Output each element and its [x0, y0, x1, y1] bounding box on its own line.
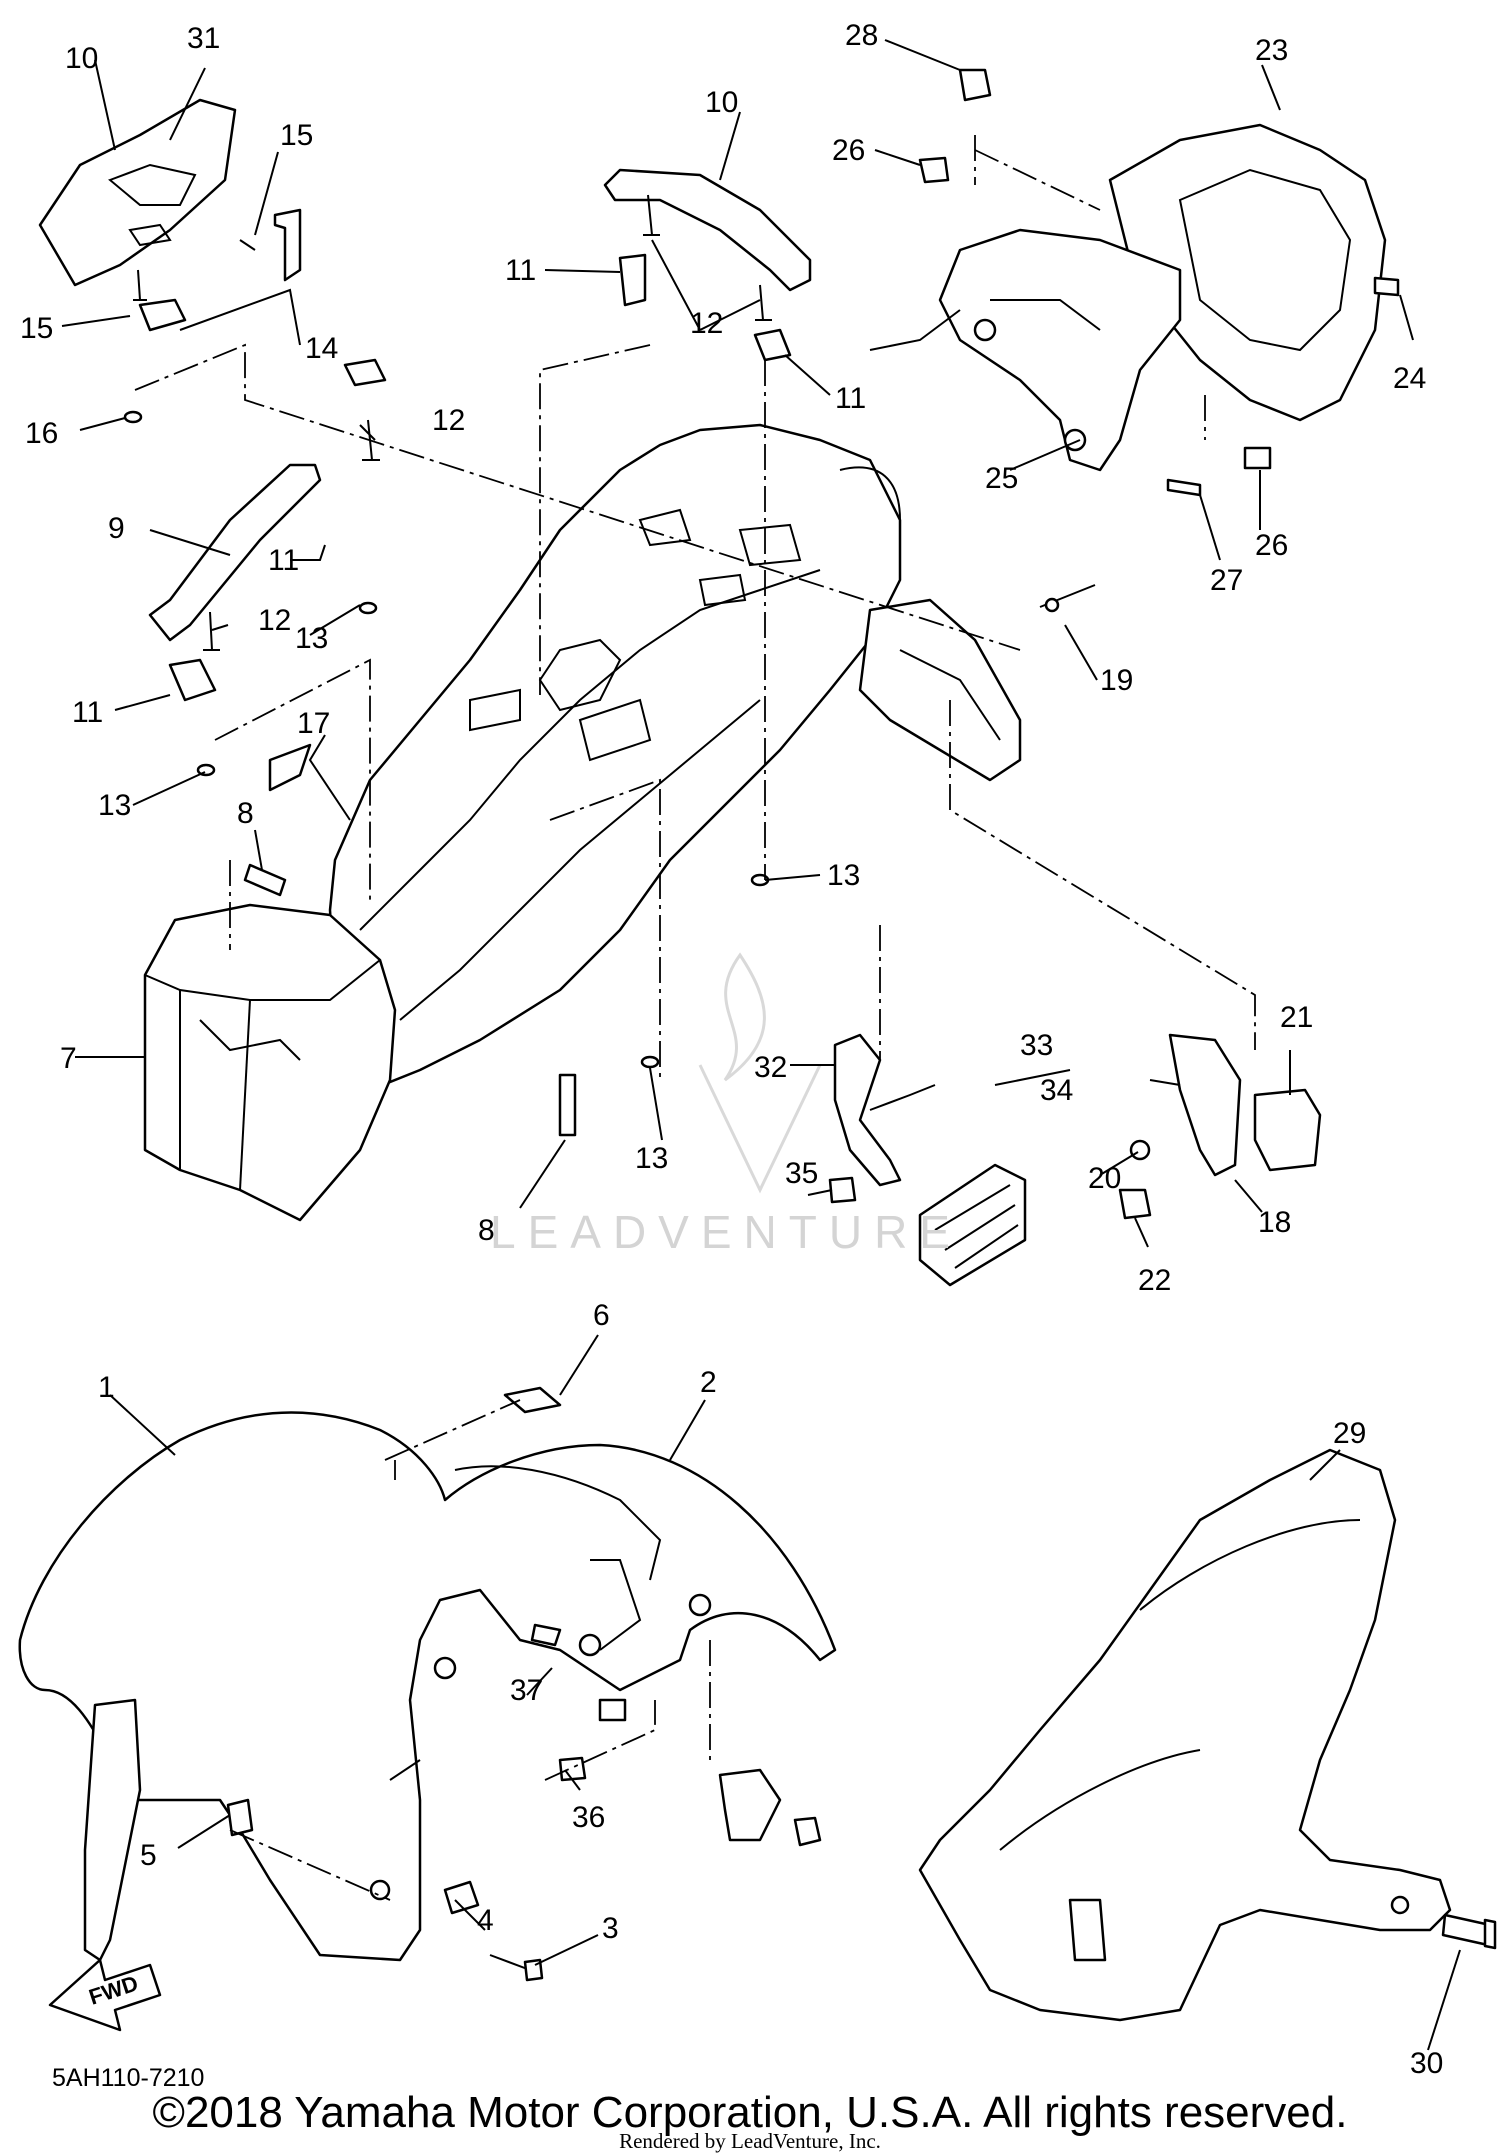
callout-19: 19 — [1100, 664, 1133, 697]
callout-6: 6 — [593, 1299, 610, 1332]
callout-24: 24 — [1393, 362, 1426, 395]
callout-11: 11 — [835, 382, 866, 415]
fasteners — [123, 194, 1096, 1137]
seat-strap — [603, 168, 812, 292]
callout-3: 3 — [602, 1912, 619, 1945]
callout-11: 11 — [72, 696, 103, 729]
callout-28: 28 — [845, 19, 878, 52]
callout-18: 18 — [1258, 1206, 1291, 1239]
grab-strap — [148, 463, 322, 642]
callout-13: 13 — [827, 859, 860, 892]
callout-14: 14 — [305, 332, 338, 365]
callout-12: 12 — [690, 307, 723, 340]
callout-23: 23 — [1255, 34, 1288, 67]
rear-fender-flap — [858, 598, 1022, 782]
tool-holder-bracket — [38, 98, 237, 287]
callout-4: 4 — [477, 1904, 494, 1937]
callout-20: 20 — [1088, 1162, 1121, 1195]
callout-17: 17 — [297, 707, 330, 740]
callout-16: 16 — [25, 417, 58, 450]
watermark-text: LEADVENTURE — [490, 1206, 962, 1258]
callout-9: 9 — [108, 512, 125, 545]
callout-26: 26 — [1255, 529, 1288, 562]
callout-35: 35 — [785, 1157, 818, 1190]
front-fender-assembly — [18, 1386, 837, 1982]
callout-26: 26 — [832, 134, 865, 167]
rendered-by-credit: Rendered by LeadVenture, Inc. — [619, 2129, 881, 2153]
rear-fender-assembly — [918, 1448, 1497, 2022]
callout-numbers: 10 31 15 15 14 16 10 11 12 11 28 23 26 2… — [20, 19, 1443, 2080]
inner-fender-assembly — [143, 423, 902, 1222]
callout-7: 7 — [60, 1042, 77, 1075]
callout-37: 37 — [510, 1674, 543, 1707]
callout-30: 30 — [1410, 2047, 1443, 2080]
fwd-arrow-icon: FWD — [48, 1958, 162, 2032]
callout-29: 29 — [1333, 1417, 1366, 1450]
copyright-notice: ©2018 Yamaha Motor Corporation, U.S.A. A… — [152, 2088, 1348, 2137]
callout-32: 32 — [754, 1051, 787, 1084]
callout-1: 1 — [98, 1371, 115, 1404]
watermark-logo — [698, 952, 822, 1194]
callout-2: 2 — [700, 1366, 717, 1399]
callout-13: 13 — [635, 1142, 668, 1175]
callout-10: 10 — [705, 86, 738, 119]
callout-8: 8 — [237, 797, 254, 830]
callout-36: 36 — [572, 1801, 605, 1834]
callout-8: 8 — [478, 1214, 495, 1247]
small-brackets — [138, 208, 792, 792]
callout-5: 5 — [140, 1839, 157, 1872]
callout-10: 10 — [65, 42, 98, 75]
callout-33: 33 — [1020, 1029, 1053, 1062]
callout-15: 15 — [280, 119, 313, 152]
leader-lines — [61, 39, 1461, 2051]
reflector-bracket-parts — [828, 1033, 1322, 1287]
callout-15: 15 — [20, 312, 53, 345]
callout-12: 12 — [258, 604, 291, 637]
callout-31: 31 — [187, 22, 220, 55]
callout-13: 13 — [98, 789, 131, 822]
callout-34: 34 — [1040, 1074, 1073, 1107]
callout-12: 12 — [432, 404, 465, 437]
callout-22: 22 — [1138, 1264, 1171, 1297]
diagram-code: 5AH110-7210 — [52, 2064, 205, 2092]
callout-21: 21 — [1280, 1001, 1313, 1034]
callout-11: 11 — [268, 544, 299, 577]
callout-13: 13 — [295, 622, 328, 655]
callout-27: 27 — [1210, 564, 1243, 597]
callout-11: 11 — [505, 254, 536, 287]
meter-bracket-assembly — [869, 68, 1400, 497]
callout-25: 25 — [985, 462, 1018, 495]
